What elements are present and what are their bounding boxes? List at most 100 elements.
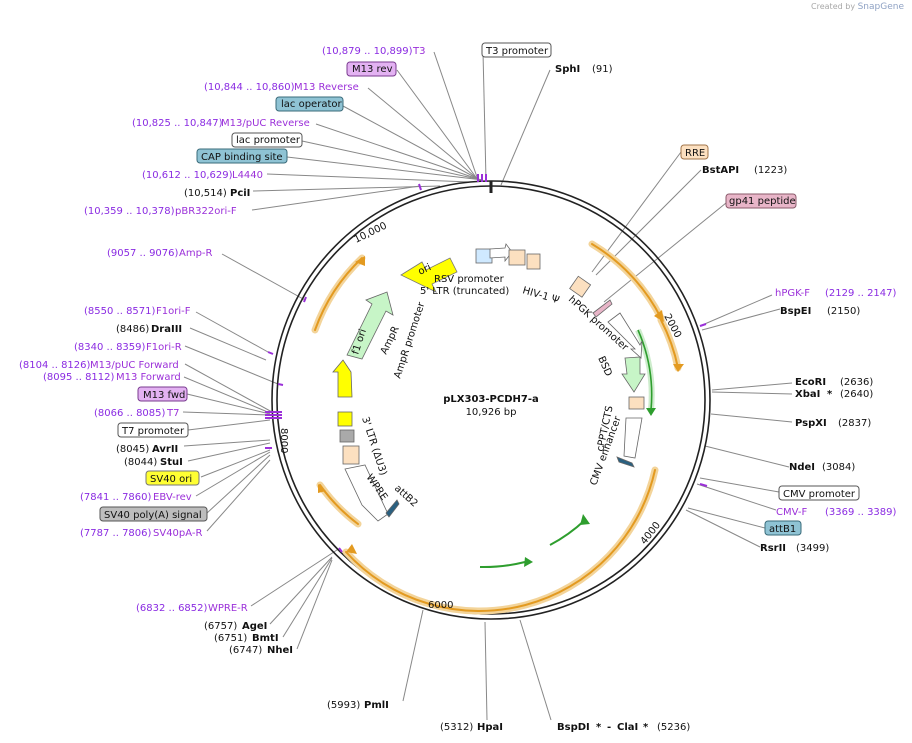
avrii-position: (8045)	[116, 444, 149, 455]
bspei-position: (2150)	[827, 306, 860, 317]
hpgkf-primer: hPGK-F	[775, 288, 810, 299]
bspdi-site: BspDI	[557, 722, 590, 733]
wprer-primer: WPRE-R	[208, 603, 248, 614]
pspxi-position: (2837)	[838, 418, 871, 429]
cap-site-label: CAP binding site	[201, 152, 283, 163]
bmti-position: (6751)	[214, 633, 247, 644]
snapgene-brand: Created by SnapGene	[811, 2, 904, 12]
sphi-position: (91)	[592, 64, 613, 75]
rsrii-site: RsrII	[760, 543, 786, 554]
gp41-label: gp41 peptide	[729, 196, 796, 207]
label-hiv-psi: HIV-1 Ψ	[521, 285, 560, 306]
left-labels: (10,879 .. 10,899) T3 M13 rev (10,844 ..…	[19, 46, 503, 733]
f1orif-position: (8550 .. 8571)	[84, 306, 156, 317]
rsv-arrow-feature	[489, 243, 513, 263]
ltr5-feature	[508, 249, 526, 266]
t3-promoter-label: T3 promoter	[485, 46, 549, 57]
pmli-site: PmlI	[364, 700, 389, 711]
pspxi-site: PspXI	[795, 418, 827, 429]
f1-ori-feature	[337, 411, 353, 427]
gp41-box	[725, 193, 797, 209]
created-by-text: Created by	[811, 2, 856, 11]
agei-position: (6757)	[204, 621, 237, 632]
ampr-primer: Amp-R	[179, 248, 213, 259]
f1orir-primer: F1ori-R	[146, 342, 182, 353]
ebvrev-position: (7841 .. 7860)	[80, 492, 152, 503]
pcii-site: PciI	[230, 188, 250, 199]
rsrii-position: (3499)	[796, 543, 829, 554]
hpai-site: HpaI	[477, 722, 503, 733]
orf-arcs	[311, 240, 682, 615]
lac-operator-label: lac operator	[281, 99, 342, 110]
rre-feature	[569, 275, 592, 298]
label-ampr-promoter: AmpR promoter	[392, 300, 427, 380]
wpre-feature	[344, 464, 389, 522]
m13reverse-primer: M13 Reverse	[294, 82, 359, 93]
draiii-position: (8486)	[116, 324, 149, 335]
pmli-position: (5993)	[327, 700, 360, 711]
lac-promoter-label: lac promoter	[236, 135, 301, 146]
ebvrev-primer: EBV-rev	[153, 492, 192, 503]
sv40-ori-label: SV40 ori	[150, 474, 192, 485]
cap-site-box	[196, 148, 288, 164]
sv40-polya-box	[99, 506, 208, 522]
bstapi-site: BstAPI	[702, 165, 739, 176]
bmti-site: BmtI	[252, 633, 279, 644]
l4440-primer: L4440	[232, 170, 263, 181]
hpai-position: (5312)	[440, 722, 473, 733]
label-ori: ori	[416, 262, 433, 278]
pbr-primer: pBR322ori-F	[175, 206, 237, 217]
label-bsd: BSD	[595, 355, 614, 379]
draiii-site: DraIII	[151, 324, 182, 335]
stui-site: StuI	[160, 457, 183, 468]
m13puc-rev-position: (10,825 .. 10,847)	[132, 118, 223, 129]
ecori-position: (2636)	[840, 377, 873, 388]
lac-promoter-box	[231, 132, 303, 148]
m13puc-rev-primer: M13/pUC Reverse	[221, 118, 310, 129]
bsd-feature	[621, 356, 646, 393]
bstapi-position: (1223)	[754, 165, 787, 176]
nhei-site: NheI	[267, 645, 293, 656]
cppt-feature	[628, 396, 645, 410]
bspdi-star: *	[596, 722, 602, 733]
m13fwd-box	[137, 386, 188, 402]
ndei-site: NdeI	[789, 462, 815, 473]
f1orif-primer: F1ori-F	[156, 306, 191, 317]
xbai-star: *	[827, 389, 833, 400]
m13forward-position: (8095 .. 8112)	[43, 372, 115, 383]
label-rsv-promoter: RSV promoter	[434, 274, 505, 285]
sv40par-position: (7787 .. 7806)	[80, 528, 152, 539]
agei-site: AgeI	[242, 621, 267, 632]
m13rev-label: M13 rev	[352, 64, 393, 75]
t7-primer: T7	[166, 408, 179, 419]
right-labels: T3 promoter SphI (91) RRE BstAPI (1223) …	[481, 42, 897, 733]
ampr-promoter-feature	[332, 359, 353, 398]
m13rev-box	[346, 61, 397, 77]
l4440-position: (10,612 .. 10,629)	[142, 170, 233, 181]
attb1-box	[764, 520, 802, 536]
t7-promoter-box	[117, 422, 189, 438]
cmvf-primer: CMV-F	[776, 507, 807, 518]
sphi-site: SphI	[555, 64, 580, 75]
clai-site: ClaI	[617, 722, 638, 733]
primer-marks	[265, 174, 708, 553]
m13pucfwd-primer: M13/pUC Forward	[90, 360, 179, 371]
xbai-site: XbaI	[795, 389, 820, 400]
ampr-feature	[346, 291, 394, 360]
m13reverse-position: (10,844 .. 10,860)	[204, 82, 295, 93]
t3-promoter-box	[481, 42, 552, 58]
snapgene-logo: SnapGene	[857, 2, 904, 12]
xbai-position: (2640)	[840, 389, 873, 400]
m13forward-primer: M13 Forward	[116, 372, 181, 383]
sv40-polya-feature	[339, 429, 355, 443]
ori-feature	[400, 257, 458, 293]
hiv-feature	[526, 253, 541, 270]
sv40par-primer: SV40pA-R	[153, 528, 202, 539]
label-5ltr: 5' LTR (truncated)	[420, 286, 509, 297]
label-ampr: AmpR	[379, 325, 402, 357]
bspei-site: BspEI	[780, 306, 811, 317]
attb2-feature	[385, 499, 400, 518]
hpgk-feature	[607, 312, 643, 359]
lac-operator-box	[275, 96, 344, 112]
